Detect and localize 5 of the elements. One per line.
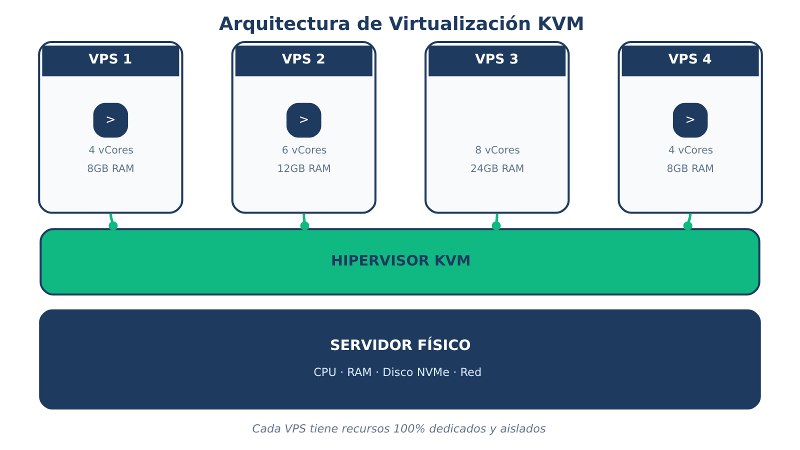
connector	[682, 214, 692, 230]
diagram-title: Arquitectura de Virtualización KVM	[218, 14, 584, 36]
caption: Cada VPS tiene recursos 100% dedicados y aislados	[252, 422, 546, 436]
node-box: SERVIDOR FÍSICO CPU · RAM · Disco NVMe · Red	[38, 309, 760, 410]
connector	[108, 214, 118, 230]
